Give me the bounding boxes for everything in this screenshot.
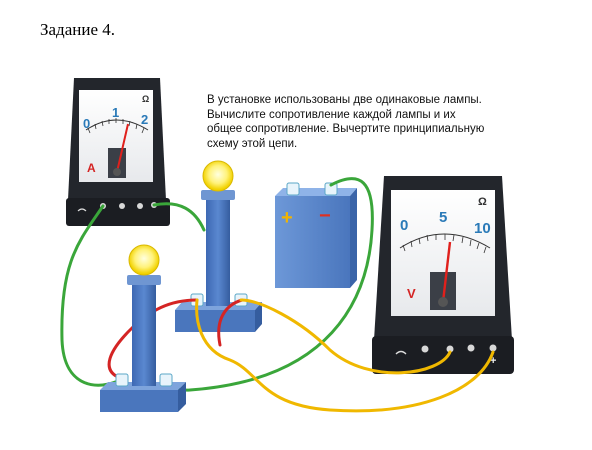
ammeter-ticks: [87, 118, 145, 134]
ammeter-unit-symbol: Ω: [142, 94, 149, 104]
wire-yellow-long: [195, 298, 495, 413]
battery-side: [350, 188, 357, 288]
voltmeter-adjust-icon: [395, 350, 407, 355]
ammeter-scale-0: 0: [83, 116, 90, 131]
lamp-bulb-back: [202, 160, 234, 192]
battery-minus-sign: −: [319, 205, 331, 227]
ammeter: 0 1 2 Ω A: [66, 78, 170, 226]
lamp-post-back: [206, 196, 230, 306]
ammeter-scale-2: 2: [141, 112, 148, 127]
ammeter-needle: [116, 123, 129, 173]
wire-red-back-stand: [217, 298, 244, 347]
voltmeter-scale-0: 0: [400, 217, 408, 234]
voltmeter-ticks: [402, 234, 487, 254]
task-line: В установке использованы две одинаковые …: [207, 94, 482, 106]
voltmeter-plus-label: +: [490, 355, 496, 367]
ammeter-adjust-icon: [77, 208, 87, 212]
lamp-base-front-side: [178, 382, 186, 412]
wire-green-ammeter-stand: [152, 202, 206, 232]
voltmeter: 0 5 10 Ω V +: [372, 176, 514, 374]
voltmeter-pivot: [438, 297, 448, 307]
voltmeter-scale-5: 5: [439, 209, 447, 226]
battery-terminal-minus: [324, 182, 338, 196]
voltmeter-scale-10: 10: [474, 220, 491, 237]
task-text: В установке использованы две одинаковые …: [207, 93, 512, 151]
battery-terminal-plus: [286, 182, 300, 196]
ammeter-scale-1: 1: [112, 105, 119, 120]
lamp-bulb-front: [128, 244, 160, 276]
lamp-base-back-side: [255, 302, 262, 332]
voltmeter-base: [372, 336, 514, 374]
ammeter-scale-arc: [85, 119, 149, 131]
task-title: Задание 4.: [40, 20, 115, 39]
voltmeter-letter: V: [407, 286, 416, 301]
wire-yellow-stand-voltmeter: [239, 298, 452, 375]
ammeter-pivot: [113, 168, 121, 176]
lamp-socket-back: [201, 190, 235, 200]
battery-body: [275, 196, 350, 288]
lamp-stand-front: [100, 244, 186, 412]
ammeter-base: [66, 198, 170, 226]
task-line: схему этой цепи.: [207, 137, 298, 150]
lamp-front-terminal-left: [115, 373, 129, 387]
voltmeter-scale-arc: [399, 233, 491, 249]
lamp-base-front: [100, 390, 178, 412]
wire-green-ammeter-lamp: [60, 204, 122, 387]
task-line: Вычислите сопротивление каждой лампы и и…: [207, 108, 456, 121]
battery-plus-sign: +: [281, 207, 293, 229]
ammeter-letter: A: [87, 161, 96, 175]
voltmeter-needle: [441, 241, 452, 303]
lamp-base-back: [175, 310, 255, 332]
lamp-front-terminal-right: [159, 373, 173, 387]
lamp-post-front: [132, 282, 156, 386]
battery: + −: [275, 182, 357, 288]
voltmeter-terminals: [421, 344, 497, 353]
lamp-stand-back: [175, 160, 262, 332]
wire-red-stands: [107, 298, 199, 380]
lamp-socket-front: [127, 275, 161, 285]
voltmeter-unit-symbol: Ω: [478, 196, 487, 208]
task-line: общее сопротивление. Вычертите принципиа…: [207, 123, 485, 135]
